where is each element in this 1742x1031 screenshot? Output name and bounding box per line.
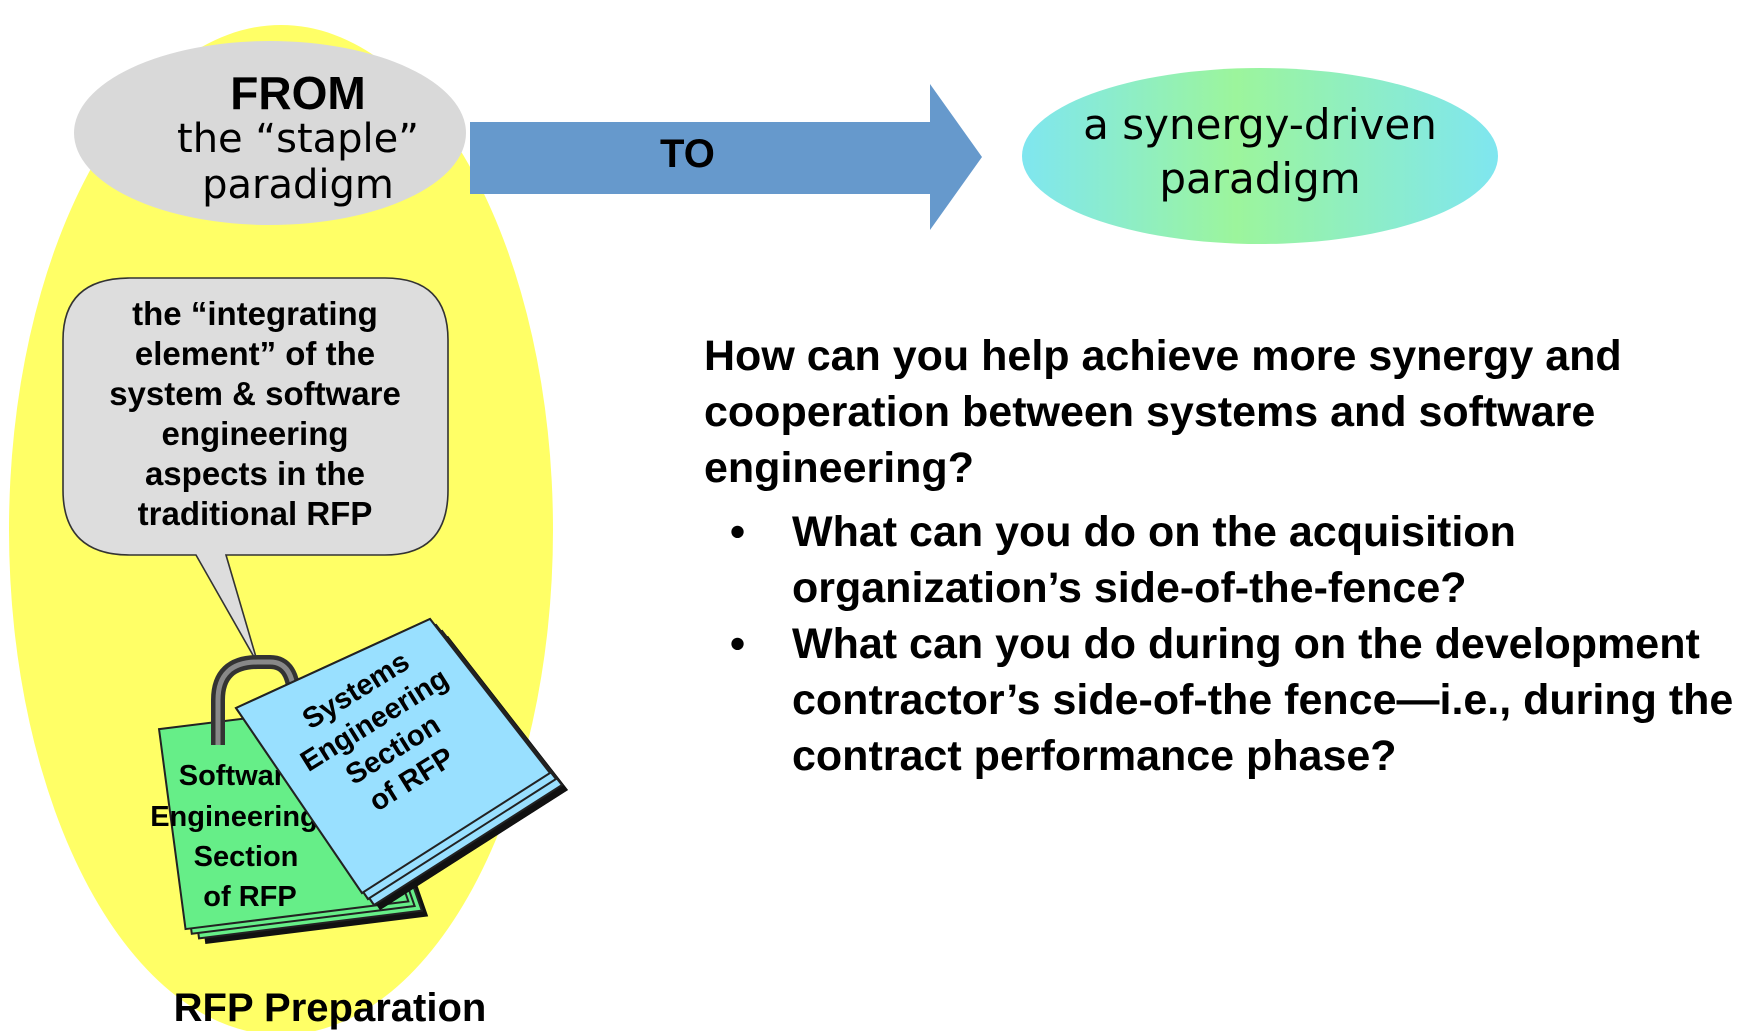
software-doc-line: Engineering	[150, 801, 318, 833]
from-ellipse	[74, 41, 466, 225]
bullet-item: • What can you do on the acquisition org…	[704, 504, 1734, 616]
callout-line: engineering	[161, 415, 349, 452]
software-doc-line: Section	[194, 841, 299, 873]
bullet-marker: •	[730, 508, 746, 556]
bullet-item: • What can you do during on the developm…	[704, 616, 1734, 784]
from-line-2: paradigm	[202, 162, 394, 208]
bullet-text: What can you do during on the developmen…	[792, 620, 1734, 780]
callout-line: traditional RFP	[137, 495, 373, 532]
software-doc-line: of RFP	[203, 881, 296, 913]
from-title: FROM	[230, 67, 366, 119]
systems-doc-overlay	[234, 617, 568, 910]
target-line-1: a synergy-driven	[1083, 100, 1437, 149]
callout-line: element” of the	[134, 335, 376, 372]
bullet-list: • What can you do on the acquisition org…	[704, 504, 1734, 784]
main-question: How can you help achieve more synergy an…	[704, 332, 1622, 492]
callout-text: the “integrating element” of the system …	[75, 294, 435, 534]
from-label: FROM the “staple” paradigm	[118, 70, 478, 208]
from-line-1: the “staple”	[177, 116, 419, 162]
target-line-2: paradigm	[1159, 154, 1361, 203]
paradigm-shift-arrow	[470, 84, 982, 230]
bullet-marker: •	[730, 620, 746, 668]
callout-line: system & software	[109, 375, 401, 412]
callout-line: aspects in the	[144, 455, 366, 492]
target-label: a synergy-driven paradigm	[1020, 98, 1500, 206]
bullet-text: What can you do on the acquisition organ…	[792, 508, 1516, 612]
rfp-preparation-label: RFP Preparation	[173, 986, 487, 1030]
callout-line: the “integrating	[132, 295, 378, 332]
callout-bubble	[62, 277, 449, 665]
to-label: TO	[660, 132, 715, 176]
target-ellipse	[1022, 68, 1498, 244]
